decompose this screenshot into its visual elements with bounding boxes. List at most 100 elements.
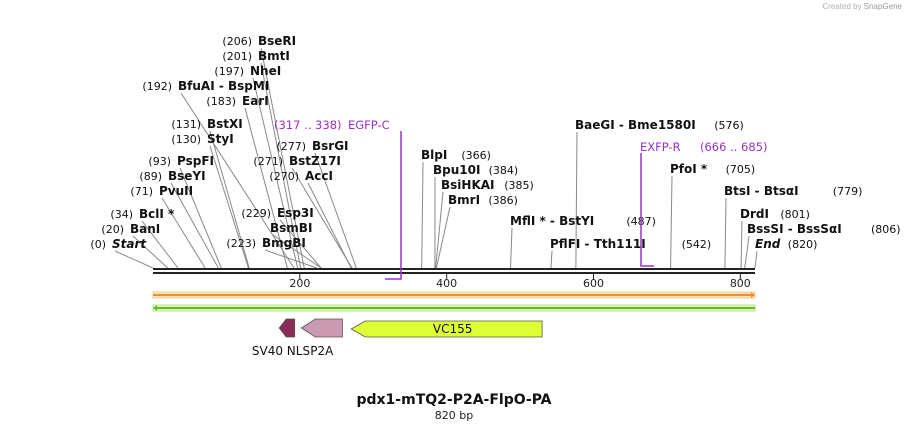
reverse-strand-arrow bbox=[153, 305, 157, 311]
site-connector bbox=[260, 47, 305, 269]
plasmid-length: 820 bp bbox=[434, 409, 474, 422]
site-connector bbox=[209, 145, 249, 269]
primer-exfp-r: EXFP-R(666 .. 685) bbox=[640, 140, 768, 267]
site-connector bbox=[421, 161, 424, 269]
feature-label: SV40 NLS bbox=[252, 344, 310, 358]
site-mfli: MflI * - BstYI(487) bbox=[510, 214, 656, 228]
site-position: (705) bbox=[726, 163, 756, 176]
site-connector bbox=[260, 62, 302, 269]
site-name: PfoI * bbox=[670, 162, 708, 176]
site-name: PvuII bbox=[159, 184, 193, 198]
site-acci: (270)AccI bbox=[269, 169, 333, 183]
site-name: BstXI bbox=[207, 117, 243, 131]
site-nhei: (197) NheI bbox=[214, 64, 281, 78]
primer-bracket bbox=[640, 153, 654, 267]
site-position: (270) bbox=[269, 170, 299, 183]
site-position: (34) bbox=[110, 208, 133, 221]
site-connector bbox=[314, 152, 357, 269]
site-position: (384) bbox=[489, 164, 519, 177]
site-name: Start bbox=[112, 237, 147, 251]
site-position: (385) bbox=[504, 179, 534, 192]
site-position: (366) bbox=[461, 149, 491, 162]
site-pflfi: PflFI - Tth111I (542) bbox=[550, 237, 711, 251]
site-bsihkai: BsiHKAI (385) bbox=[441, 178, 534, 192]
site-position: (223) bbox=[226, 237, 256, 250]
site-connector bbox=[754, 250, 758, 269]
site-pfoi: PfoI * (705) bbox=[670, 162, 755, 176]
site-name: StyI bbox=[207, 132, 234, 146]
site-baegi: BaeGI - Bme1580I (576) bbox=[575, 118, 744, 132]
site-connector bbox=[724, 197, 727, 269]
site-name: BseRI bbox=[258, 34, 296, 48]
site-bstxi: (131) BstXI bbox=[171, 117, 242, 131]
site-position: (271) bbox=[253, 155, 283, 168]
site-connector bbox=[179, 167, 222, 269]
site-bsmbi: BsmBI bbox=[270, 221, 312, 235]
site-name: BstZ17I bbox=[289, 154, 341, 168]
credit-prefix: Created by bbox=[822, 2, 862, 11]
site-connector bbox=[132, 235, 169, 269]
site-connector bbox=[435, 191, 444, 269]
site-position: (576) bbox=[714, 119, 744, 132]
site-connector bbox=[279, 219, 322, 269]
site-pspfi: (93)PspFI bbox=[148, 154, 214, 168]
site-connector bbox=[272, 234, 322, 269]
sequence-line-bottom bbox=[153, 272, 755, 274]
site-name: NheI bbox=[250, 64, 281, 78]
site-bsssi: BssSI - BssSαI(806) bbox=[747, 222, 901, 236]
site-btsi: BtsI - BtsαI(779) bbox=[724, 184, 862, 198]
site-eari: (183)EarI bbox=[206, 94, 268, 108]
site-bseri: (206)BseRI bbox=[222, 34, 296, 48]
site-name: End bbox=[755, 237, 781, 251]
site-bstz17i: (271) BstZ17I bbox=[253, 154, 340, 168]
site-position: (93) bbox=[148, 155, 171, 168]
site-connector bbox=[670, 175, 673, 269]
site-position: (277) bbox=[276, 140, 306, 153]
site-name: PflFI - Tth111I bbox=[550, 237, 646, 251]
site-connector bbox=[114, 250, 154, 269]
site-position: (197) bbox=[214, 65, 244, 78]
site-connector bbox=[244, 107, 288, 269]
site-connector bbox=[161, 197, 206, 269]
site-name: BaeGI - Bme1580I bbox=[575, 118, 696, 132]
site-name: Esp3I bbox=[277, 206, 314, 220]
site-bpu10i: Bpu10I (384) bbox=[433, 163, 518, 177]
site-name: BsiHKAI bbox=[441, 178, 495, 192]
forward-strand-arrow bbox=[751, 292, 755, 298]
site-position: (130) bbox=[171, 133, 201, 146]
site-name: Bpu10I bbox=[433, 163, 480, 177]
site-bcli: (34) BclI * bbox=[110, 207, 175, 221]
site-bsrgi: (277) BsrGI bbox=[276, 139, 348, 153]
primer-bracket bbox=[385, 131, 402, 280]
feature-label: VC155 bbox=[433, 322, 473, 336]
site-pvuii: (71) PvuII bbox=[130, 184, 193, 198]
site-connector bbox=[209, 130, 250, 269]
site-connector bbox=[252, 77, 299, 269]
site-start: (0)Start bbox=[90, 237, 147, 251]
site-bmgbi: (223)BmgBI bbox=[226, 236, 305, 250]
snapgene-logo: SnapGene bbox=[863, 2, 902, 11]
site-name: BclI * bbox=[139, 207, 175, 221]
primer-name: EXFP-R bbox=[640, 140, 681, 154]
site-connector bbox=[180, 92, 295, 269]
ruler-tick-label: 600 bbox=[583, 277, 604, 290]
site-name: BsrGI bbox=[312, 139, 349, 153]
site-position: (131) bbox=[171, 118, 201, 131]
site-connector bbox=[141, 220, 179, 269]
site-position: (386) bbox=[488, 194, 518, 207]
site-name: BsmBI bbox=[270, 221, 312, 235]
credit: Created by SnapGene bbox=[822, 2, 902, 11]
site-position: (71) bbox=[130, 185, 153, 198]
sequence-line-top bbox=[153, 268, 755, 270]
primer-egfp-c: (317 .. 338)EGFP-C bbox=[274, 118, 402, 280]
site-bfuai: (192)BfuAI - BspMI bbox=[142, 79, 269, 93]
site-name: BtsI - BtsαI bbox=[724, 184, 799, 198]
site-position: (20) bbox=[101, 223, 124, 236]
site-position: (542) bbox=[682, 238, 712, 251]
site-connector bbox=[435, 206, 451, 269]
site-connector bbox=[291, 167, 353, 269]
site-position: (229) bbox=[241, 207, 271, 220]
primer-name: EGFP-C bbox=[348, 118, 390, 132]
site-blpi: BlpI(366) bbox=[421, 148, 491, 162]
ruler-tick-label: 800 bbox=[730, 277, 751, 290]
